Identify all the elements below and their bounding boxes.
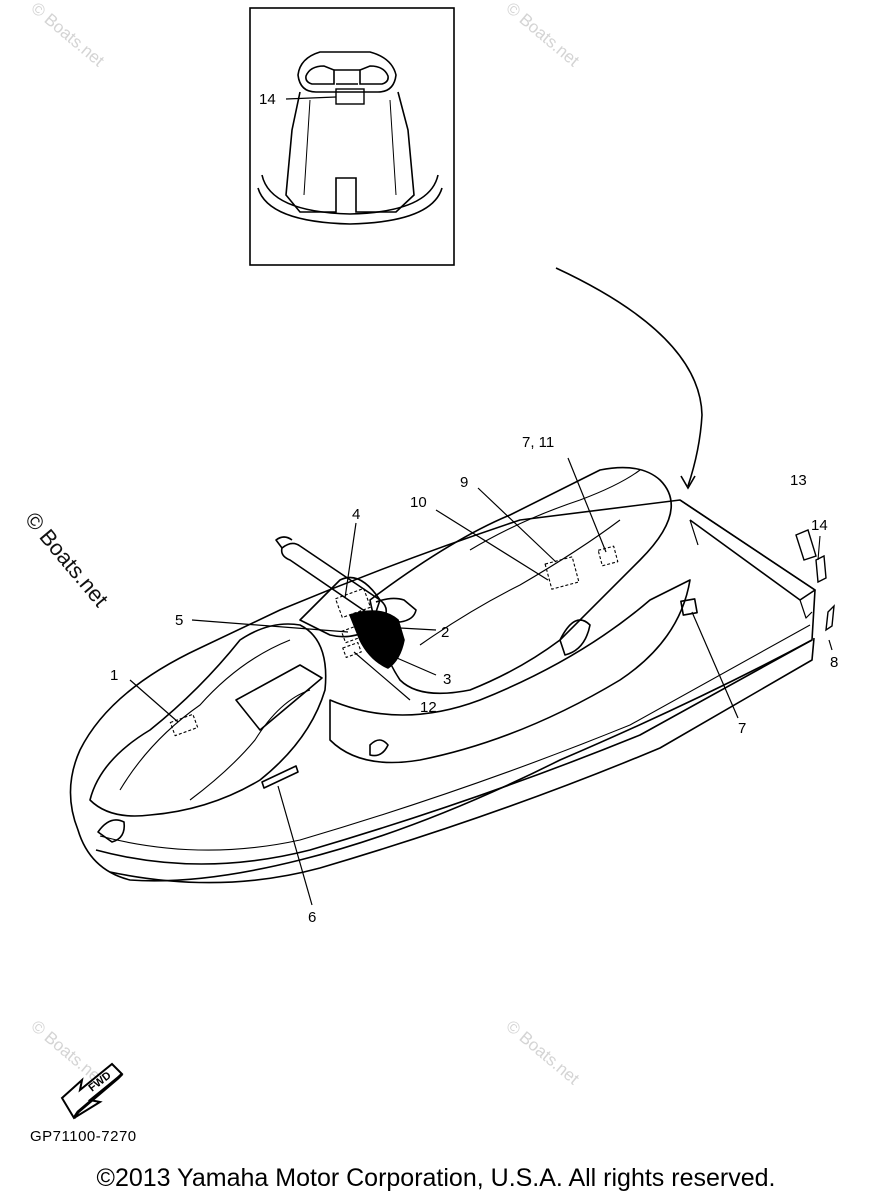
swim-platform-top <box>679 499 816 601</box>
decal-4 <box>334 587 372 619</box>
footwell <box>329 579 691 764</box>
callout-9: 9 <box>460 474 468 491</box>
hull-outline <box>69 499 816 882</box>
callout-labels: 1 2 3 4 5 6 7 7, 11 8 9 10 12 13 14 <box>110 434 838 926</box>
hull-bottom-edge <box>109 637 815 884</box>
side-vent <box>559 619 591 656</box>
seat <box>369 466 673 695</box>
seat-seam <box>419 519 621 646</box>
console-cover <box>349 610 405 669</box>
watermark-bottom-right: © Boats.net <box>502 1017 583 1089</box>
callout-3: 3 <box>443 671 451 688</box>
callout-14: 14 <box>811 517 828 534</box>
leader-1 <box>129 679 179 723</box>
jet-ski-illustration <box>69 457 833 906</box>
decal-placements <box>169 545 619 737</box>
front-hood <box>89 623 327 817</box>
hood-vent <box>235 664 323 731</box>
callout-13: 13 <box>790 472 807 489</box>
leader-6 <box>277 785 313 906</box>
inset-left-grip <box>305 65 335 85</box>
decal-1 <box>169 713 199 737</box>
callout-8: 8 <box>830 654 838 671</box>
inset-frame <box>249 7 455 266</box>
decal-9-10 <box>544 556 580 590</box>
inset-pod-lines <box>334 69 360 85</box>
decal-7-side <box>680 598 698 616</box>
hood-crease-left <box>119 639 291 791</box>
inset-decal-14 <box>335 88 365 105</box>
jet-ski-decal-diagram: © Boats.net © Boats.net © Boats.net © Bo… <box>20 0 838 1120</box>
leader-4 <box>344 522 357 599</box>
callout-7: 7 <box>738 720 746 737</box>
watermark-left: © Boats.net <box>20 507 113 611</box>
leader-8 <box>828 639 833 651</box>
inset-handlebar-pod <box>297 51 397 93</box>
decal-8 <box>825 604 835 632</box>
inset-bumper-bottom <box>257 187 443 225</box>
loose-decals <box>795 529 835 632</box>
leader-9 <box>477 487 557 563</box>
view-arrow-head <box>680 475 696 490</box>
leader-2 <box>399 627 437 631</box>
copyright-notice: ©2013 Yamaha Motor Corporation, U.S.A. A… <box>96 1164 776 1192</box>
watermark-top-right: © Boats.net <box>502 0 583 70</box>
diagram-part-code: GP71100-7270 <box>30 1128 137 1145</box>
watermark-top-left: © Boats.net <box>27 0 108 70</box>
inset-hull-outline <box>285 91 415 213</box>
right-grip <box>375 597 417 623</box>
callout-1: 1 <box>110 667 118 684</box>
hull-rail-line <box>99 624 811 851</box>
view-arrow-curve <box>555 267 703 487</box>
leader-3 <box>389 654 437 676</box>
hull-lower-stripe <box>95 639 813 865</box>
watermark-group: © Boats.net © Boats.net © Boats.net © Bo… <box>20 0 583 1088</box>
side-fitting <box>369 739 389 757</box>
inset-view <box>249 7 455 266</box>
decal-7-11 <box>597 545 619 567</box>
decal-6 <box>261 765 299 789</box>
inset-right-grip <box>359 65 389 85</box>
callout-2: 2 <box>441 624 449 641</box>
leader-7 <box>691 611 739 719</box>
callout-7-11: 7, 11 <box>522 434 554 451</box>
leader-lines <box>129 457 833 906</box>
left-grip <box>275 536 293 549</box>
bow-eye <box>97 819 126 843</box>
decal-12 <box>342 642 362 658</box>
leader-7-11 <box>567 457 607 553</box>
leader-12 <box>353 651 411 701</box>
decal-13 <box>795 529 817 561</box>
inset-leader-14 <box>285 96 337 100</box>
swim-platform-edge <box>689 519 813 619</box>
leader-10 <box>435 509 549 581</box>
leader-5 <box>191 619 349 633</box>
callout-12: 12 <box>420 699 437 716</box>
seat-back-seam <box>469 469 641 551</box>
callout-5: 5 <box>175 612 183 629</box>
callout-4: 4 <box>352 506 360 523</box>
handlebar <box>280 542 388 619</box>
leader-14-side <box>817 535 821 561</box>
callout-10: 10 <box>410 494 427 511</box>
inset-callout-14: 14 <box>259 91 276 108</box>
inset-bumper-top <box>261 174 439 215</box>
decal-14-side <box>815 554 827 584</box>
hood-crease-right <box>189 689 311 801</box>
callout-6: 6 <box>308 909 316 926</box>
view-arrow <box>555 267 703 490</box>
inset-hull-inner <box>303 99 397 196</box>
